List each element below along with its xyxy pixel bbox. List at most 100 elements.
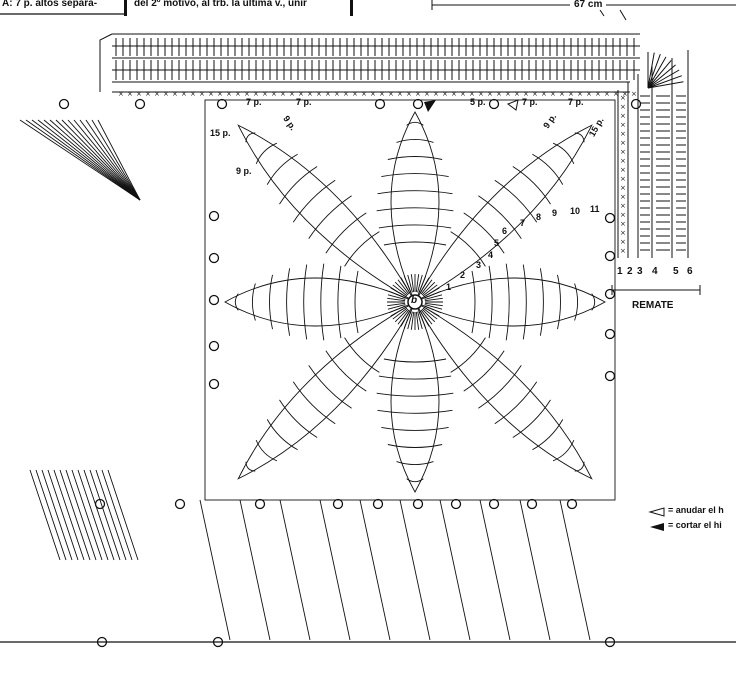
partial-motif-stitch <box>85 119 141 201</box>
joining-ring <box>58 98 70 110</box>
joining-ring <box>604 212 616 224</box>
edging-x-stitch: × <box>289 90 295 98</box>
edging-x-stitch: × <box>451 90 457 98</box>
cut-legend-marker <box>650 523 664 531</box>
center-spoke <box>397 309 410 325</box>
edging-x-stitch: × <box>271 90 277 98</box>
center-spoke <box>424 302 443 307</box>
corner-fan-stitch <box>647 56 667 89</box>
center-spoke <box>397 279 410 295</box>
edging-row-number: 3 <box>637 266 643 277</box>
diagonal-petal-stitch <box>279 399 318 438</box>
partial-motif-stitch <box>71 469 103 561</box>
partial-motif-stitch <box>73 119 141 201</box>
header-bar-left <box>124 0 127 16</box>
pineapple-petal-stitch <box>378 375 452 380</box>
diagonal-petal-stitch <box>463 350 505 392</box>
edging-x-stitch: × <box>217 90 223 98</box>
edging-x-stitch: × <box>559 90 565 98</box>
center-spoke <box>400 277 411 294</box>
diagonal-petal-stitch <box>532 153 564 185</box>
diagonal-petal-stitch <box>478 195 522 239</box>
center-spoke <box>392 284 408 297</box>
pineapple-petal-stitch <box>387 156 443 160</box>
lower-motif-stitch <box>399 499 431 641</box>
pineapple-petal-stitch <box>303 264 308 340</box>
partial-motif-stitch <box>49 119 141 201</box>
diagonal-petal-stitch <box>494 381 538 425</box>
partial-motif-stitch <box>43 119 141 201</box>
corner-fan-stitch <box>647 75 682 89</box>
partial-motif-stitch <box>35 469 67 561</box>
partial-motif-stitch <box>79 119 141 201</box>
edging-x-stitch: × <box>620 211 626 219</box>
edging-x-stitch: × <box>352 90 358 98</box>
edging-x-stitch: × <box>620 130 626 138</box>
edging-x-stitch: × <box>620 175 626 183</box>
edging-x-stitch: × <box>620 121 626 129</box>
edging-x-stitch: × <box>298 90 304 98</box>
partial-motif-stitch <box>91 119 141 201</box>
center-spoke <box>424 304 443 310</box>
diagonal-petal-stitch <box>478 365 522 409</box>
edging-x-stitch: × <box>172 90 178 98</box>
partial-motif-stitch <box>53 469 85 561</box>
round-number: 6 <box>502 226 508 236</box>
edging-x-stitch: × <box>478 90 484 98</box>
joining-ring <box>566 498 578 510</box>
round-number: 7 <box>520 218 526 228</box>
label-7p-4: 7 p. <box>568 97 584 107</box>
center-spoke <box>421 308 436 323</box>
pineapple-petal-stitch <box>505 263 510 341</box>
center-spoke <box>388 290 406 299</box>
corner-tick <box>599 9 605 17</box>
edging-x-stitch: × <box>190 90 196 98</box>
legend-cut: = cortar el hi <box>668 520 722 530</box>
diagonal-petal <box>414 301 593 480</box>
diagonal-petal-stitch <box>512 399 551 438</box>
diagonal-petal-stitch <box>266 153 298 185</box>
joining-ring <box>208 252 220 264</box>
center-spoke <box>420 279 433 295</box>
diagonal-petal-stitch <box>325 350 367 392</box>
edging-left-edge <box>99 33 113 92</box>
edging-x-stitch: × <box>334 90 340 98</box>
joining-ring <box>94 498 106 510</box>
knot-legend-marker <box>648 507 665 517</box>
label-7p-3: 7 p. <box>522 97 538 107</box>
round-number: 2 <box>460 270 466 280</box>
pineapple-petal-stitch <box>286 268 291 336</box>
round-number: 8 <box>536 212 542 222</box>
center-mark-label: b <box>411 295 418 306</box>
partial-motif-stitch <box>59 469 91 561</box>
diagonal-petal-stitch <box>279 166 318 205</box>
pineapple-petal-stitch <box>234 293 239 311</box>
diagonal-petal <box>414 124 593 303</box>
edging-x-stitch: × <box>622 90 628 98</box>
diagonal-petal-stitch <box>292 381 336 425</box>
header-bar-right <box>350 0 353 16</box>
edging-x-stitch: × <box>253 90 259 98</box>
pineapple-petal <box>390 111 440 303</box>
center-spoke <box>424 290 442 299</box>
edging-x-stitch: × <box>620 94 626 102</box>
diagonal-petal <box>237 124 416 303</box>
center-spoke <box>407 274 413 293</box>
diagonal-petal-stitch <box>325 212 367 254</box>
joining-ring <box>604 370 616 382</box>
center-spoke <box>407 311 413 330</box>
center-spoke <box>422 307 438 320</box>
lower-motif-stitch <box>479 499 511 641</box>
knot-marker <box>506 99 519 111</box>
round-number: 1 <box>446 282 452 292</box>
edging-x-stitch: × <box>541 90 547 98</box>
edging-x-stitch: × <box>118 90 124 98</box>
diagonal-petal-stitch <box>512 166 551 205</box>
center-spoke <box>420 309 433 325</box>
pineapple-petal-stitch <box>381 426 449 431</box>
pineapple-petal-stitch <box>251 283 256 321</box>
diagonal-petal-stitch <box>574 132 585 143</box>
edging-x-stitch: × <box>620 139 626 147</box>
edging-x-stitch: × <box>226 90 232 98</box>
joining-ring <box>208 340 220 352</box>
